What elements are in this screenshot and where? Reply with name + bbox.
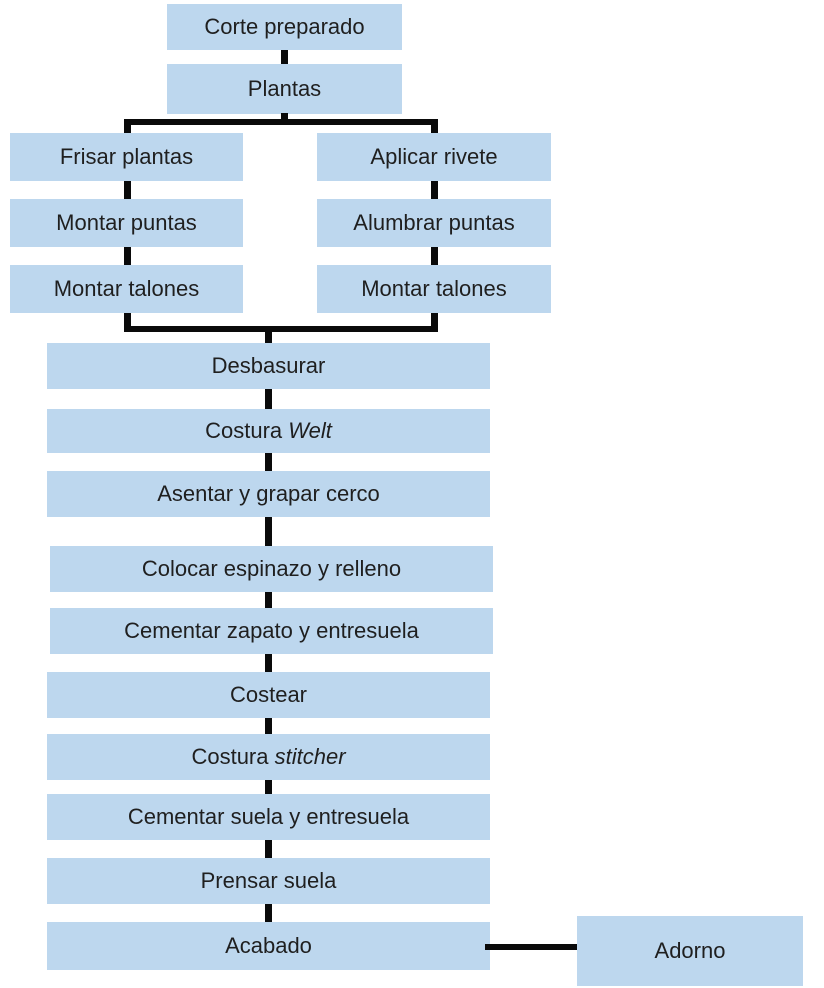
edge-prensar-to-acabado (265, 904, 272, 922)
node-plantas: Plantas (167, 64, 402, 114)
node-label: Plantas (247, 76, 322, 101)
edge-merge-right-stub (431, 313, 438, 332)
edge-acabado-to-adorno (485, 944, 577, 950)
edge-cementar-suela-to-prensar (265, 840, 272, 858)
node-label: Alumbrar puntas (353, 210, 515, 235)
node-label: Adorno (654, 938, 726, 963)
node-montar-talones-left: Montar talones (10, 265, 243, 313)
node-label: Cementar suela y entresuela (127, 804, 410, 829)
edge-split-right-stub (431, 119, 438, 133)
edge-alumbrar-to-talones (431, 247, 438, 265)
node-aplicar-rivete: Aplicar rivete (317, 133, 551, 181)
edge-montar-puntas-to-talones (124, 247, 131, 265)
edge-costear-to-costura-stitcher (265, 718, 272, 734)
edge-costura-welt-to-asentar (265, 453, 272, 471)
edge-costura-stitcher-to-cementar-suela (265, 780, 272, 794)
node-label: Desbasurar (211, 353, 326, 378)
edge-desbasurar-to-costura-welt (265, 389, 272, 409)
node-cementar-zapato: Cementar zapato y entresuela (50, 608, 493, 654)
edge-merge-left-stub (124, 313, 131, 332)
node-label: Cementar zapato y entresuela (124, 618, 419, 643)
edge-merge-bar (124, 326, 438, 332)
node-label: Acabado (225, 933, 312, 958)
node-prensar-suela: Prensar suela (47, 858, 490, 904)
node-label: Asentar y grapar cerco (157, 481, 380, 506)
node-label: Montar puntas (56, 210, 197, 235)
node-corte-preparado: Corte preparado (167, 4, 402, 50)
edge-corte-to-plantas (281, 50, 288, 64)
node-colocar-espinazo: Colocar espinazo y relleno (50, 546, 493, 592)
node-costura-stitcher: Costura stitcher (47, 734, 490, 780)
node-label: Prensar suela (200, 868, 337, 893)
node-label: Costura (205, 418, 283, 443)
node-adorno: Adorno (577, 916, 803, 986)
node-montar-talones-right: Montar talones (317, 265, 551, 313)
node-label-italic: Welt (288, 418, 332, 443)
node-label: Montar talones (361, 276, 507, 301)
edge-asentar-to-colocar (265, 517, 272, 546)
node-label-italic: stitcher (274, 744, 346, 769)
node-costura-welt: Costura Welt (47, 409, 490, 453)
edge-frisar-to-montar-puntas (124, 181, 131, 199)
edge-merge-to-desbasurar (265, 326, 272, 343)
node-label: Colocar espinazo y relleno (141, 556, 402, 581)
edge-split-left-stub (124, 119, 131, 133)
node-label: Aplicar rivete (370, 144, 498, 169)
node-desbasurar: Desbasurar (47, 343, 490, 389)
node-asentar-grapar-cerco: Asentar y grapar cerco (47, 471, 490, 517)
node-label: Corte preparado (204, 14, 365, 39)
node-montar-puntas: Montar puntas (10, 199, 243, 247)
node-frisar-plantas: Frisar plantas (10, 133, 243, 181)
edge-colocar-to-cementar-zapato (265, 592, 272, 608)
edge-aplicar-to-alumbrar (431, 181, 438, 199)
node-label: Costura (191, 744, 269, 769)
edge-cementar-zapato-to-costear (265, 654, 272, 672)
edge-plantas-stub (281, 113, 288, 122)
node-acabado: Acabado (47, 922, 490, 970)
node-costear: Costear (47, 672, 490, 718)
node-label: Frisar plantas (59, 144, 194, 169)
node-cementar-suela: Cementar suela y entresuela (47, 794, 490, 840)
edge-split-bar (124, 119, 438, 125)
node-label: Montar talones (53, 276, 200, 301)
node-alumbrar-puntas: Alumbrar puntas (317, 199, 551, 247)
node-label: Costear (229, 682, 308, 707)
